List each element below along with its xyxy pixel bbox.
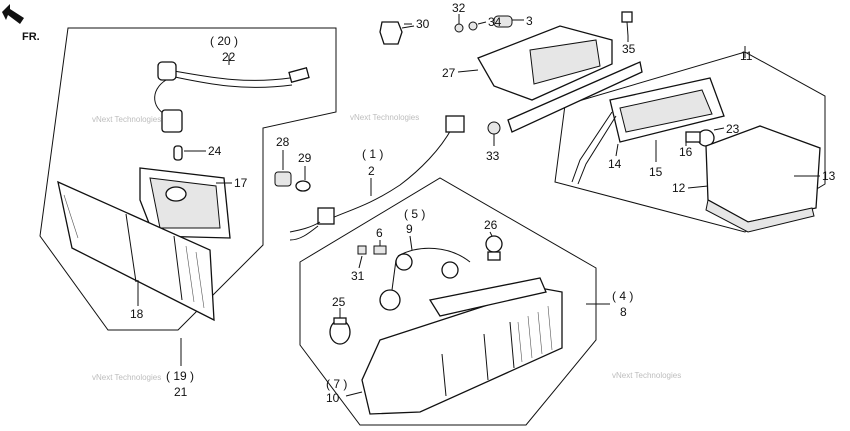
callout-28: 28 (276, 135, 290, 149)
bulb-24 (173, 145, 206, 161)
callout-32: 32 (452, 1, 466, 15)
callout-26: 26 (484, 218, 498, 232)
callout-6: 6 (376, 226, 383, 240)
callout-2: 2 (368, 164, 375, 178)
group-outline-rear-combination-lamp (299, 177, 597, 426)
nut-32 (454, 23, 464, 33)
callout-20: ( 20 ) (210, 34, 238, 48)
wire-harness-22 (154, 61, 310, 133)
wire-harness-2 (289, 115, 465, 241)
callout-16: 16 (679, 145, 693, 159)
leader-lines (137, 14, 820, 397)
lens-18 (57, 180, 215, 322)
harness-9 (379, 247, 471, 311)
callout-3: 3 (526, 14, 533, 28)
callout-34: 34 (488, 15, 502, 29)
callout-35: 35 (622, 42, 636, 56)
callout-25: 25 (332, 295, 346, 309)
grommet-3 (493, 15, 513, 28)
callout-33: 33 (486, 149, 500, 163)
nut-34 (468, 21, 478, 31)
callout-9: 9 (406, 222, 413, 236)
callout-13: 13 (822, 169, 836, 183)
screw-35 (621, 11, 633, 37)
callout-17: 17 (234, 176, 248, 190)
callout-15: 15 (649, 165, 663, 179)
grommet-28 (274, 171, 292, 187)
direction-label: FR. (22, 31, 40, 43)
grommet-33 (487, 121, 501, 135)
callout-7: ( 7 ) (326, 377, 347, 391)
bulb-23 (685, 129, 715, 147)
callout-29: 29 (298, 151, 312, 165)
callout-19: ( 19 ) (166, 369, 194, 383)
callout-22: 22 (222, 50, 236, 64)
bulb-25 (329, 317, 351, 345)
callout-23: 23 (726, 122, 740, 136)
callout-5: ( 5 ) (404, 207, 425, 221)
callout-30: 30 (416, 17, 430, 31)
callout-27: 27 (442, 66, 456, 80)
lamp-cover-12 (705, 125, 821, 233)
lens-assembly-4 (361, 277, 563, 415)
callout-12: 12 (672, 181, 686, 195)
screw-31 (357, 245, 367, 255)
socket-6 (373, 245, 387, 255)
watermark-4: vNext Technologies (612, 371, 681, 380)
front-direction-arrow: FR. (2, 4, 40, 43)
watermark-2: vNext Technologies (350, 113, 419, 122)
watermark-1: vNext Technologies (92, 115, 161, 124)
callout-10: 10 (326, 391, 340, 405)
lens-frame-14 (571, 77, 725, 185)
clip-30 (379, 21, 415, 45)
callout-8: 8 (620, 305, 627, 319)
callout-21: 21 (174, 385, 188, 399)
callout-11: 11 (740, 49, 753, 63)
callout-14: 14 (608, 157, 622, 171)
group-outline-side-lamp (39, 27, 337, 331)
callout-1: ( 1 ) (362, 147, 383, 161)
callout-31: 31 (351, 269, 365, 283)
callout-18: 18 (130, 307, 144, 321)
washer-29 (295, 180, 311, 192)
license-bracket-27 (477, 25, 643, 133)
bulb-26 (485, 235, 503, 261)
callout-4: ( 4 ) (612, 289, 633, 303)
watermark-3: vNext Technologies (92, 373, 161, 382)
lamp-housing-17 (139, 167, 231, 239)
callout-24: 24 (208, 144, 222, 158)
